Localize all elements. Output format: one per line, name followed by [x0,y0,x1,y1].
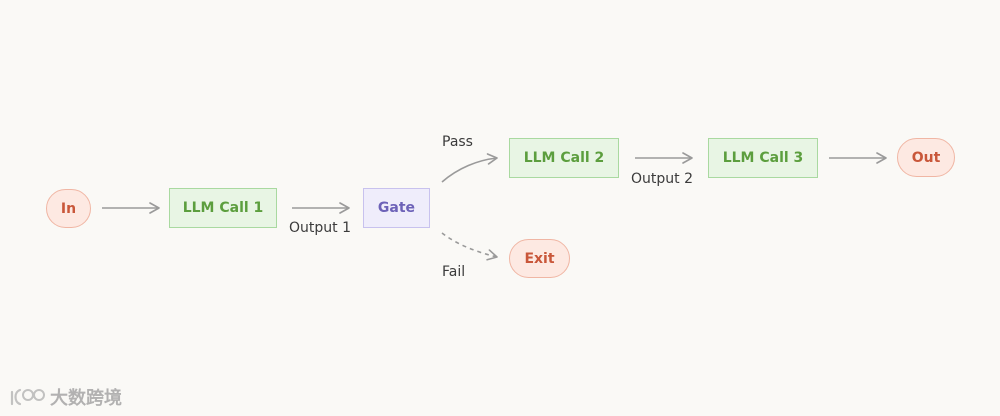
edge-label-fail: Fail [442,264,466,280]
node-exit: Exit [509,239,570,278]
node-out: Out [897,138,955,177]
node-llm-call-2: LLM Call 2 [509,138,619,178]
edge-label-pass: Pass [442,134,473,150]
node-gate: Gate [363,188,430,228]
edge-label-output-1: Output 1 [289,220,351,236]
arrow-gate-pass [441,153,498,183]
watermark: 大数跨境 [8,384,122,410]
node-llm-call-1: LLM Call 1 [169,188,277,228]
edge-label-output-2: Output 2 [631,171,693,187]
node-llm-call-3: LLM Call 3 [708,138,818,178]
arrow-gate-fail [441,232,498,261]
node-in: In [46,189,91,228]
watermark-logo-icon [10,388,45,406]
watermark-text: 大数跨境 [50,388,122,409]
